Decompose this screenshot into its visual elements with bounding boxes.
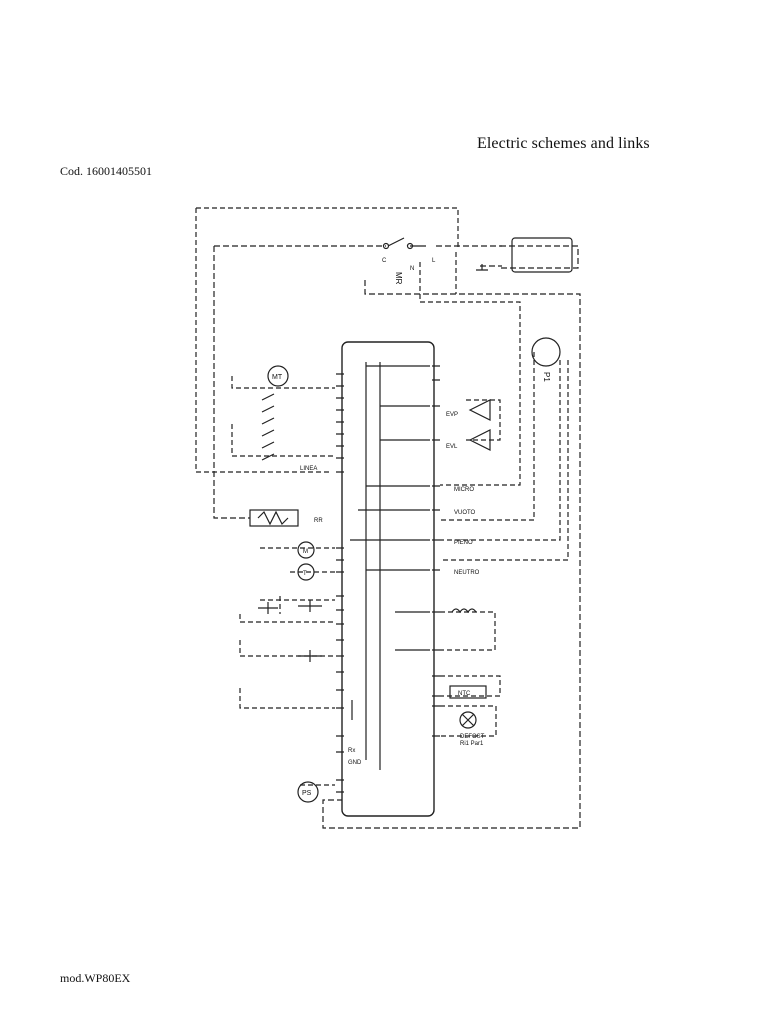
- coil-icon: [451, 608, 477, 614]
- mt-label: MT: [272, 374, 283, 381]
- line-label: LINEA: [300, 466, 317, 472]
- rr-label: RR: [314, 518, 323, 524]
- pressure-switch-icon: [297, 781, 319, 803]
- evp-label: EVP: [446, 412, 458, 418]
- wire-right-loads: [440, 399, 501, 737]
- document-code: Cod. 16001405501: [60, 164, 153, 178]
- defrost-label-2: Ri1 Par1: [460, 741, 484, 747]
- t-label: T: [303, 571, 307, 577]
- mr-label: MR: [394, 272, 403, 285]
- defrost-label: DEFOST: [460, 734, 485, 740]
- wire-p1-loop: [440, 352, 569, 561]
- door-switch: [387, 237, 426, 247]
- gnd-label: GND: [348, 760, 362, 766]
- page-title: Electric schemes and links: [477, 135, 650, 152]
- evl-label: EVL: [446, 444, 458, 450]
- p1-label: P1: [542, 372, 551, 382]
- board-left-pins: [336, 373, 344, 793]
- push-buttons: [258, 264, 488, 662]
- wire-center: [419, 252, 521, 486]
- ps-label: PS: [302, 790, 312, 797]
- ntc-label: NTC: [458, 691, 471, 697]
- heater-rr: [249, 509, 299, 527]
- model-footer: mod.WP80EX: [60, 971, 131, 985]
- wire-top-loop: [195, 207, 459, 473]
- program-switches: [261, 393, 275, 461]
- board-right-pins: [432, 365, 440, 737]
- vuoto-label: VUOTO: [454, 510, 476, 516]
- ntc-sensor: [449, 685, 487, 699]
- valve-evl-icon: [468, 429, 491, 451]
- pump-icon: [297, 541, 315, 559]
- m-label: M: [303, 549, 308, 555]
- wire-right-loop: [322, 245, 581, 829]
- defrost-lamp-icon: [459, 711, 477, 729]
- control-board: [341, 341, 435, 817]
- p1-icon: [531, 337, 561, 367]
- internal-traces: [350, 362, 430, 770]
- motor-mt-icon: [267, 365, 289, 387]
- valve-evp-icon: [468, 399, 491, 421]
- micro-label: MICRO: [454, 487, 474, 493]
- l-label: L: [432, 258, 436, 264]
- c-label: C: [382, 258, 387, 264]
- wire-left-loads: [231, 376, 335, 786]
- rx-label: Rx: [348, 748, 355, 754]
- n-label: N: [410, 266, 414, 272]
- neutro-label: NEUTRO: [454, 570, 480, 576]
- wire-mains: [213, 245, 502, 519]
- top-coil: [511, 237, 573, 273]
- pieno-label: PIENO: [454, 540, 473, 546]
- thermostat-icon: [297, 563, 315, 581]
